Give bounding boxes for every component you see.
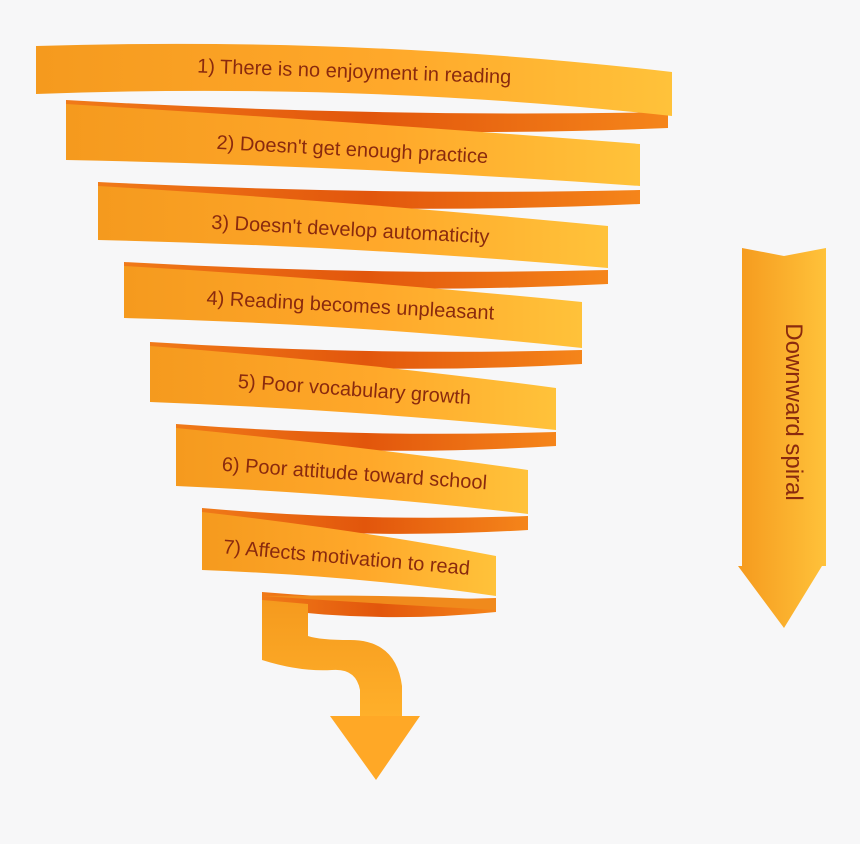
band-5 bbox=[150, 346, 556, 430]
downward-spiral-arrow: Downward spiral bbox=[738, 248, 826, 628]
downward-spiral-label: Downward spiral bbox=[780, 323, 807, 500]
band-6 bbox=[176, 428, 528, 514]
spiral-tail bbox=[262, 595, 496, 610]
spiral-bands bbox=[36, 43, 672, 780]
band-1 bbox=[36, 43, 672, 116]
band-3 bbox=[98, 186, 608, 268]
band-2 bbox=[66, 104, 640, 186]
spiral-tail-body bbox=[262, 600, 402, 718]
band-4 bbox=[124, 266, 582, 348]
spiral-end-arrowhead bbox=[330, 716, 420, 780]
band-7 bbox=[202, 512, 496, 596]
side-arrow-shape bbox=[738, 248, 826, 628]
